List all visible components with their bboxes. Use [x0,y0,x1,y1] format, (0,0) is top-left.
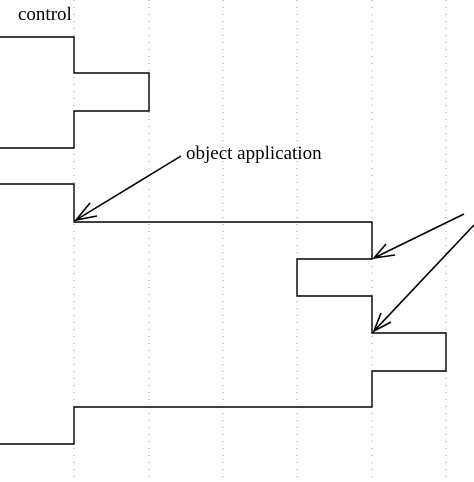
control-label: control [18,4,72,25]
application-shape [0,183,447,445]
control-shape [0,36,150,149]
upper-notch-arrow [372,213,465,260]
lower-notch-arrow [372,224,474,333]
object-application-arrow [73,155,182,222]
object-application-label: object application [186,143,322,164]
